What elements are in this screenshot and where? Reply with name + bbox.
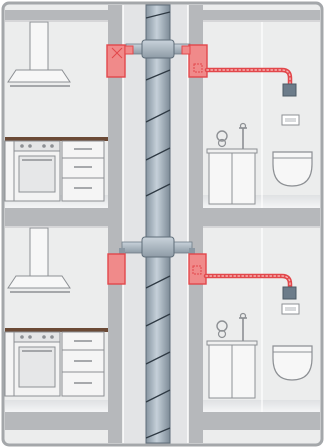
spiral-duct-icon: [141, 4, 175, 444]
oven-icon: [13, 140, 61, 202]
vent-terminal-icon: [282, 83, 297, 300]
kitchen-side-cabinet-upper: [4, 140, 15, 202]
kitchen-side-cabinet-lower: [4, 331, 15, 397]
kitchen-lower: [4, 227, 108, 397]
exhaust-grille-icon: [281, 303, 300, 315]
flexible-duct-icon: [204, 67, 293, 89]
exhaust-grille-icon: [281, 114, 300, 126]
oven-icon: [13, 331, 61, 397]
cooker-hood-icon: [7, 21, 71, 87]
shaft-wall-left: [108, 5, 123, 443]
fan-unit-icon: [188, 253, 207, 285]
washbasin-icon: [206, 312, 258, 399]
floor-shade-kitchen-lower: [5, 400, 108, 412]
fan-unit-icon: [181, 44, 208, 78]
countertop-lower: [5, 328, 108, 332]
toilet-icon: [272, 345, 313, 381]
washbasin-icon: [206, 122, 258, 205]
bathroom-upper: [206, 114, 313, 205]
flexible-duct-icon: [203, 273, 293, 293]
shaft-wall-right: [188, 5, 203, 443]
kitchen-upper: [4, 21, 108, 202]
fan-unit-icon: [106, 44, 134, 78]
cooker-hood-icon: [7, 227, 71, 293]
kitchen-drawers-upper: [61, 140, 105, 202]
fan-unit-icon: [107, 253, 126, 285]
toilet-icon: [272, 151, 313, 187]
bathroom-lower: [206, 303, 313, 399]
countertop-upper: [5, 137, 108, 141]
kitchen-drawers-lower: [61, 331, 105, 397]
